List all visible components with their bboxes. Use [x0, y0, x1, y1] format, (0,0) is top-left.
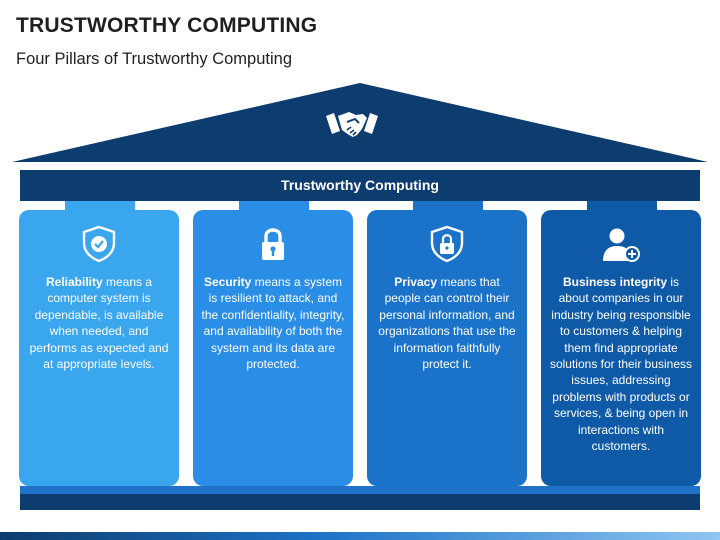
pillar-business-integrity: Business integrity is about companies in… [541, 210, 701, 486]
pillar-base-accent [20, 486, 700, 494]
pillar-text: Privacy means that people can control th… [375, 274, 519, 372]
pillar-description: is about companies in our industry being… [549, 275, 693, 454]
user-plus-icon [603, 228, 640, 262]
pillar-title: Business integrity [562, 275, 668, 289]
pillar-description: means a computer system is dependable, i… [29, 275, 169, 372]
page-subtitle: Four Pillars of Trustworthy Computing [16, 50, 293, 68]
pillar-title: Reliability [45, 275, 103, 289]
pillar-privacy: Privacy means that people can control th… [367, 210, 527, 486]
padlock-icon [262, 228, 284, 260]
shield-lock-icon [430, 225, 464, 263]
pillar-text: Reliability means a computer system is d… [27, 274, 171, 372]
footer-strip [0, 532, 720, 540]
pillar-text: Security means a system is resilient to … [201, 274, 345, 372]
pillar-security: Security means a system is resilient to … [193, 210, 353, 486]
pillar-description: means that people can control their pers… [378, 275, 516, 372]
handshake-icon [326, 112, 378, 137]
pillar-base [20, 494, 700, 510]
pillar-reliability: Reliability means a computer system is d… [19, 210, 179, 486]
roof-banner: Trustworthy Computing [20, 170, 700, 201]
page-title: TRUSTWORTHY COMPUTING [16, 14, 318, 37]
shield-check-icon [82, 225, 116, 263]
pillar-description: means a system is resilient to attack, a… [201, 275, 345, 372]
pillar-title: Privacy [394, 275, 437, 289]
pillar-text: Business integrity is about companies in… [549, 274, 693, 454]
pillar-title: Security [203, 275, 252, 289]
